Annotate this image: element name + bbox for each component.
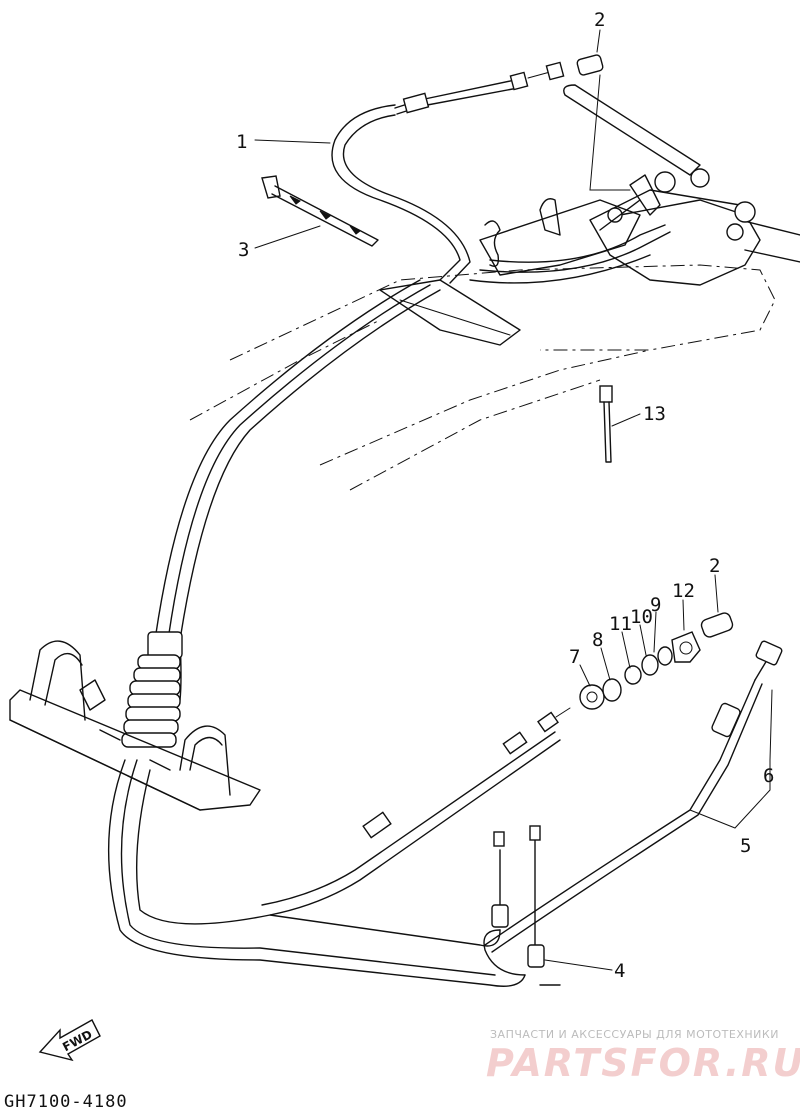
callout-7: 7 xyxy=(569,646,580,668)
callout-8: 8 xyxy=(592,629,603,651)
rubber-boot xyxy=(121,654,181,748)
hardware-stack xyxy=(579,612,734,710)
lower-cables xyxy=(107,707,571,987)
cable-tie-3 xyxy=(261,175,379,247)
callout-3: 3 xyxy=(238,239,249,261)
callout-11: 11 xyxy=(609,613,632,635)
callout-9: 9 xyxy=(650,594,661,616)
cable-1 xyxy=(331,54,604,284)
watermark-logo-text: PARTSFOR.RU xyxy=(486,1041,800,1085)
leader-lines xyxy=(254,29,773,971)
watermark-caption: ЗАПЧАСТИ И АКСЕССУАРЫ ДЛЯ МОТОТЕХНИКИ xyxy=(490,1028,779,1041)
callout-labels: 1 2 3 13 2 12 9 10 11 8 7 6 5 4 xyxy=(236,9,774,982)
callout-4: 4 xyxy=(614,960,625,982)
mounting-bracket xyxy=(9,640,261,811)
cable-tie-13 xyxy=(599,385,613,463)
callout-12: 12 xyxy=(672,580,695,602)
callout-5: 5 xyxy=(740,835,751,857)
steering-assembly xyxy=(479,84,800,286)
callout-2-top: 2 xyxy=(594,9,605,31)
callout-1: 1 xyxy=(236,131,247,153)
cable-5 xyxy=(484,640,783,953)
callout-10: 10 xyxy=(630,606,653,628)
callout-2-lower: 2 xyxy=(709,555,720,577)
hull-outline xyxy=(189,264,776,491)
watermark: ЗАПЧАСТИ И АКСЕССУАРЫ ДЛЯ МОТОТЕХНИКИ PA… xyxy=(486,1028,800,1085)
callout-6: 6 xyxy=(763,765,774,787)
callout-13: 13 xyxy=(643,403,666,425)
fwd-direction-badge: FWD xyxy=(38,1019,101,1062)
drawing-code: GH7100-4180 xyxy=(4,1092,128,1112)
